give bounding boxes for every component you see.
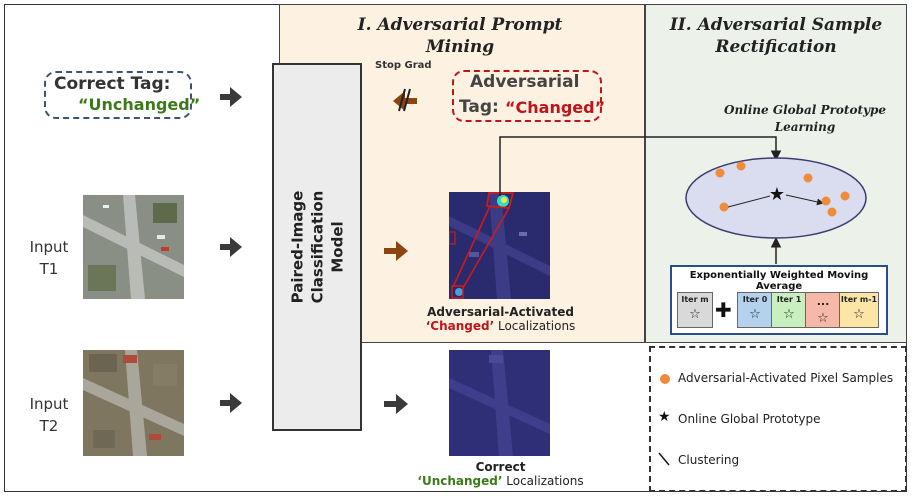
stop-grad-label: Stop Grad [375, 60, 432, 71]
ema-cell-iter-1: Iter 1 ☆ [771, 292, 807, 328]
prototype-learning-title: Online Global Prototype Learning [724, 103, 886, 134]
adversarial-tag-box [452, 70, 602, 122]
star-icon: ☆ [783, 307, 795, 322]
adversarial-localization-word: ‘Changed’ [425, 319, 495, 333]
correct-localization-caption: Correct ‘Unchanged’ Localizations [398, 460, 603, 488]
adversarial-tag-label: Adversarial [470, 72, 580, 92]
plus-icon: ✚ [715, 298, 732, 322]
ema-cell-iter-m-1: Iter m-1 ☆ [839, 292, 879, 328]
ema-cell-label: Iter m-1 [840, 295, 878, 304]
adversarial-localization-line1: Adversarial-Activated [427, 305, 574, 319]
pixel-sample [821, 196, 831, 206]
pixel-sample [840, 191, 850, 201]
pixel-sample [719, 202, 729, 212]
star-icon: ☆ [853, 307, 865, 322]
arrow-to-correct-map [384, 394, 408, 414]
adversarial-tag-value: “Changed” [505, 98, 606, 117]
pixel-sample [803, 173, 813, 183]
star-icon: ☆ [749, 307, 761, 322]
correct-localization-map [449, 350, 550, 456]
correct-tag-box [44, 71, 192, 119]
adversarial-tag-label-2: Tag: [459, 97, 499, 117]
pixel-sample [736, 161, 746, 171]
ema-cell-label: ... [816, 295, 830, 308]
legend-prototype-icon: ★ [658, 409, 671, 425]
arrow-input-t2 [220, 393, 242, 413]
classification-model-box [272, 63, 362, 431]
input-t1-label: Input T1 [29, 238, 69, 278]
connector-to-prototype [499, 136, 782, 196]
input-t2-label: Input T2 [29, 395, 69, 435]
prototype-space [685, 157, 867, 239]
rectification-title: II. Adversarial Sample Rectification [669, 15, 883, 57]
legend-samples-label: Adversarial-Activated Pixel Samples [678, 371, 894, 385]
correct-localization-line2: ‘Unchanged’ Localizations [398, 474, 603, 488]
mining-title: I. Adversarial Prompt Mining [357, 15, 563, 57]
legend-clustering-label: Clustering [678, 453, 740, 467]
adversarial-localization-line2: ‘Changed’ Localizations [398, 319, 603, 333]
ema-cell-iter-m: Iter m ☆ [677, 292, 713, 328]
legend-clustering-icon [658, 452, 670, 466]
legend-prototype-label: Online Global Prototype [678, 412, 821, 426]
correct-localization-line1: Correct [475, 460, 526, 474]
ema-title: Exponentially Weighted Moving Average [689, 270, 869, 292]
legend-sample-icon [660, 374, 670, 384]
arrow-input-t1 [220, 237, 242, 257]
prototype-star: ★ [769, 184, 785, 205]
correct-localization-word: ‘Unchanged’ [417, 474, 503, 488]
clustering-line [722, 195, 771, 212]
legend-box [649, 346, 907, 492]
ema-cell-label: Iter 0 [742, 295, 768, 304]
star-icon: ☆ [689, 307, 701, 322]
arrow-stop-grad [393, 88, 417, 112]
adversarial-localization-suffix: Localizations [497, 319, 576, 333]
correct-localization-suffix: Localizations [506, 474, 584, 488]
clustering-line [785, 194, 824, 206]
ema-cell-iter-0: Iter 0 ☆ [737, 292, 773, 328]
adversarial-localization-caption: Adversarial-Activated ‘Changed’ Localiza… [398, 305, 603, 333]
star-icon: ☆ [817, 311, 829, 326]
pixel-sample [715, 168, 725, 178]
ema-cell-label: Iter 1 [776, 295, 802, 304]
pixel-sample [827, 207, 837, 217]
arrow-correct-tag [220, 87, 242, 107]
input-t2-image [83, 350, 184, 456]
arrow-to-adversarial-map [384, 241, 408, 261]
ema-cell-label: Iter m [681, 295, 709, 304]
input-t1-image [83, 195, 184, 299]
ema-cell-ellipsis: ... ☆ [805, 292, 841, 328]
correct-tag-value: “Unchanged” [78, 95, 201, 114]
correct-tag-label: Correct Tag: [54, 74, 171, 94]
adversarial-localization-map [449, 192, 550, 299]
